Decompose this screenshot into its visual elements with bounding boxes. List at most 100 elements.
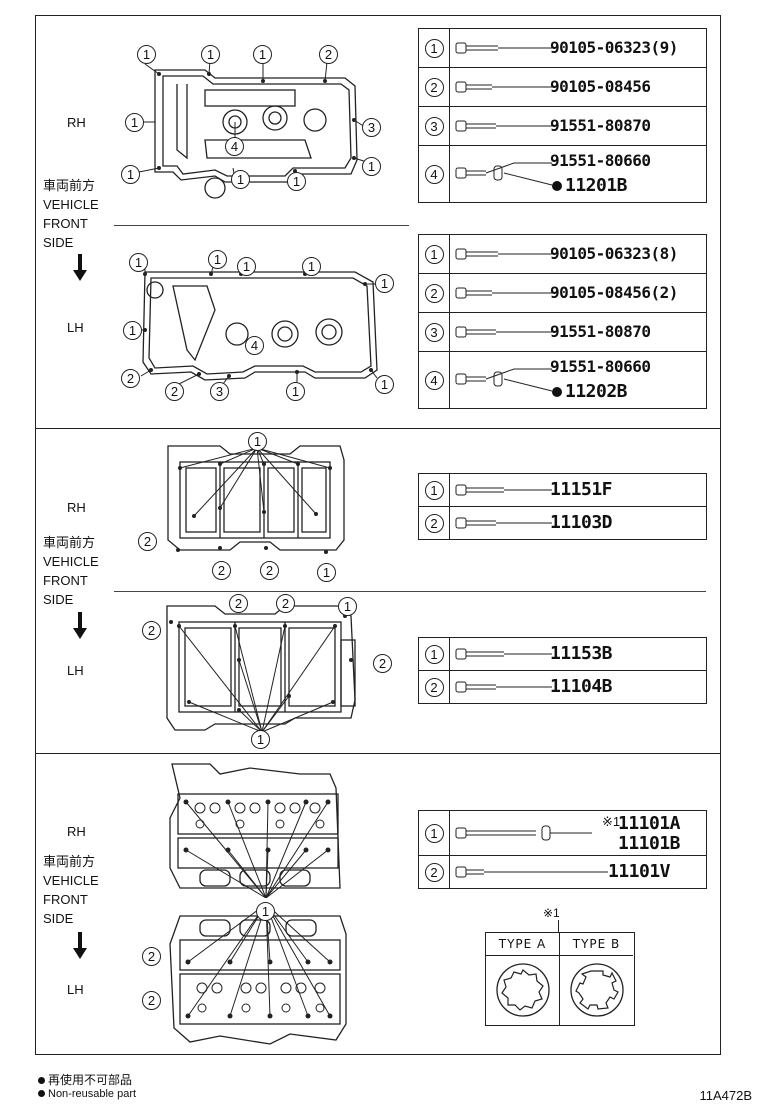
table-row: 4 91551-80660 11202B <box>418 351 707 409</box>
part-number[interactable]: 11153B <box>550 643 613 664</box>
bolt-with-washer-icon <box>455 825 592 841</box>
callout-2: 2 <box>229 594 248 613</box>
callout-1: 1 <box>302 257 321 276</box>
callout-1: 1 <box>362 157 381 176</box>
type-a-cell: TYPE A <box>486 933 560 1025</box>
section-divider <box>36 753 720 754</box>
table-row: 2 11103D <box>418 506 707 540</box>
bolt-icon <box>455 648 552 660</box>
part-number[interactable]: 90105-08456 <box>550 77 651 96</box>
callout-1: 1 <box>248 432 267 451</box>
part-number[interactable]: 91551-80660 <box>550 151 651 170</box>
rh-label: RH <box>67 824 86 839</box>
rh-lh-divider <box>114 591 706 592</box>
callout-2: 2 <box>165 382 184 401</box>
callout-1: 1 <box>375 274 394 293</box>
callout-1: 1 <box>256 902 275 921</box>
callout-1: 1 <box>123 321 142 340</box>
twelve-point-socket-icon <box>496 963 550 1017</box>
type-note-mark: ※1 <box>602 814 621 829</box>
table-row: 1 ※1 11101A 11101B <box>418 810 707 856</box>
type-a-label: TYPE A <box>498 937 547 951</box>
direction-en-2: FRONT <box>43 573 88 588</box>
bolt-type-box: TYPE A TYPE B <box>485 932 635 1026</box>
part-number-callout: 3 <box>424 116 444 136</box>
cylinder-head-parts-table: 1 ※1 11101A 11101B 2 11101V <box>418 810 707 889</box>
part-number-callout: 1 <box>424 480 444 500</box>
callout-1: 1 <box>201 45 220 64</box>
rh-parts-table: 1 90105-06323(9) 2 90105-08456 3 91551-8… <box>418 28 707 203</box>
down-arrow-icon <box>73 612 87 639</box>
direction-en-1: VEHICLE <box>43 197 99 212</box>
part-number-callout: 1 <box>424 823 444 843</box>
bolt-icon <box>455 484 552 496</box>
part-number[interactable]: 90105-06323(8) <box>550 244 678 263</box>
callout-2: 2 <box>212 561 231 580</box>
callout-1: 1 <box>317 563 336 582</box>
lh-housing-parts-table: 1 11153B 2 11104B <box>418 637 707 704</box>
type-note-mark: ※1 <box>543 906 560 920</box>
direction-en-1: VEHICLE <box>43 873 99 888</box>
bolt-icon <box>455 681 552 693</box>
part-number[interactable]: 91551-80870 <box>550 116 651 135</box>
direction-en-3: SIDE <box>43 592 74 607</box>
non-reusable-part-number[interactable]: 11202B <box>552 381 628 402</box>
bolt-icon <box>455 866 608 878</box>
bolt-icon <box>455 42 552 54</box>
table-row: 2 11101V <box>418 855 707 889</box>
callout-4: 4 <box>225 137 244 156</box>
callout-1: 1 <box>251 730 270 749</box>
callout-2: 2 <box>138 532 157 551</box>
part-number-callout: 1 <box>424 244 444 264</box>
table-row: 3 91551-80870 <box>418 106 707 146</box>
bolt-icon <box>455 81 552 93</box>
callout-1: 1 <box>287 172 306 191</box>
table-row: 1 90105-06323(9) <box>418 28 707 68</box>
table-row: 2 11104B <box>418 670 707 704</box>
part-number[interactable]: 90105-08456(2) <box>550 283 678 302</box>
part-number-callout: 2 <box>424 677 444 697</box>
lh-label: LH <box>67 320 84 335</box>
part-number[interactable]: 11151F <box>550 479 613 500</box>
table-row: 1 11153B <box>418 637 707 671</box>
callout-1: 1 <box>137 45 156 64</box>
rh-head-cover-drawing <box>138 59 368 199</box>
part-number-callout: 2 <box>424 862 444 882</box>
bolt-icon <box>455 120 552 132</box>
direction-label: 車両前方 VEHICLE FRONT SIDE <box>43 176 99 252</box>
table-row: 4 91551-80660 11201B <box>418 145 707 203</box>
callout-2: 2 <box>373 654 392 673</box>
table-row: 3 91551-80870 <box>418 312 707 352</box>
callout-3: 3 <box>362 118 381 137</box>
lh-cylinder-head-drawing <box>169 904 347 1045</box>
down-arrow-icon <box>73 932 87 959</box>
section-divider <box>36 428 720 429</box>
lh-parts-table: 1 90105-06323(8) 2 90105-08456(2) 3 9155… <box>418 234 707 409</box>
lh-camshaft-housing-drawing <box>166 605 356 733</box>
part-number[interactable]: 11101A <box>618 813 681 834</box>
part-number[interactable]: 91551-80660 <box>550 357 651 376</box>
part-number[interactable]: 11101B <box>618 833 681 854</box>
spline-socket-icon <box>570 963 624 1017</box>
non-reusable-part-number[interactable]: 11201B <box>552 175 628 196</box>
rh-camshaft-housing-drawing <box>167 445 345 554</box>
part-number-callout: 3 <box>424 322 444 342</box>
direction-label: 車両前方 VEHICLE FRONT SIDE <box>43 533 99 609</box>
non-reusable-dot-icon <box>552 181 562 191</box>
part-number[interactable]: 91551-80870 <box>550 322 651 341</box>
callout-2: 2 <box>142 947 161 966</box>
part-number-callout: 2 <box>424 283 444 303</box>
part-number[interactable]: 11103D <box>550 512 613 533</box>
callout-1: 1 <box>253 45 272 64</box>
callout-1: 1 <box>237 257 256 276</box>
non-reusable-dot-icon <box>38 1090 45 1097</box>
part-number-callout: 1 <box>424 644 444 664</box>
bolt-with-washer-icon <box>455 368 553 392</box>
callout-3: 3 <box>210 382 229 401</box>
callout-2: 2 <box>121 369 140 388</box>
part-number[interactable]: 11101V <box>608 861 671 882</box>
direction-en-2: FRONT <box>43 892 88 907</box>
part-number[interactable]: 11104B <box>550 676 613 697</box>
part-number[interactable]: 90105-06323(9) <box>550 38 678 57</box>
table-row: 1 11151F <box>418 473 707 507</box>
